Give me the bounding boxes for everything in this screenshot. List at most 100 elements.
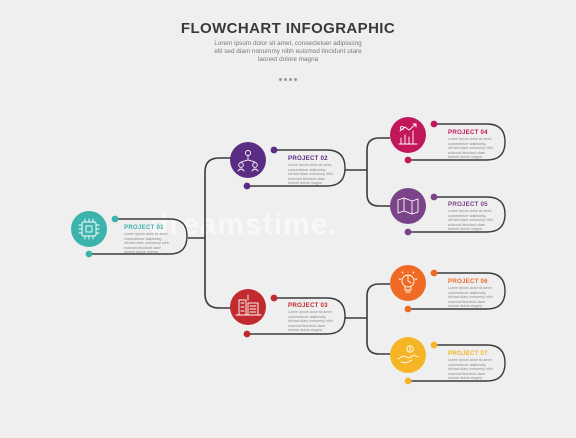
endpoint-dot (404, 156, 412, 164)
map-icon (397, 197, 419, 215)
endpoint-dot (404, 305, 412, 313)
card-outline-project-02 (247, 149, 346, 187)
project-04-description: Lorem ipsum dolor sit amet, consectetuer… (448, 137, 496, 160)
node-circle-project-07 (390, 337, 426, 373)
desc-line: consectetuer adipiscing (288, 167, 326, 172)
desc-line: consectetuer adipiscing (448, 141, 486, 146)
desc-line: elit sed diam nonummy nibh (448, 295, 493, 300)
network-people-icon (237, 149, 259, 172)
desc-line: laoreet dolore magna (288, 181, 322, 186)
idea-bulb-icon (398, 271, 418, 293)
desc-line: laoreet dolore magna (448, 376, 482, 381)
connector-branch-03 (345, 283, 390, 355)
project-07-title: PROJECT 07 (448, 350, 488, 357)
desc-line: consectetuer adipiscing (124, 236, 162, 241)
project-05-description: Lorem ipsum dolor sit amet, consectetuer… (448, 209, 496, 232)
desc-line: euismod tincidunt utare (288, 323, 326, 328)
endpoint-dot (404, 228, 412, 236)
office-buildings-icon (235, 294, 262, 316)
desc-line: Lorem ipsum dolor sit amet, (124, 232, 169, 236)
desc-line: laoreet dolore magna (124, 250, 158, 255)
node-circle-project-05 (390, 188, 426, 224)
desc-line: elit sed diam nonummy nibh (448, 218, 493, 223)
endpoint-dot (430, 341, 438, 349)
desc-line: elit sed diam nonummy nibh (124, 241, 169, 246)
desc-line: laoreet dolore magna (448, 227, 482, 232)
project-06-description: Lorem ipsum dolor sit amet, consectetuer… (448, 286, 496, 309)
desc-line: euismod tincidunt utare (288, 176, 326, 181)
desc-line: laoreet dolore magna (448, 304, 482, 309)
subtitle-line: elit sed diam nonummy nibh euismod tinci… (214, 48, 362, 55)
desc-line: elit sed diam nonummy nibh (448, 367, 493, 372)
circuit-board-icon (78, 218, 100, 240)
endpoint-dot (111, 215, 119, 223)
project-01-description: Lorem ipsum dolor sit amet, consectetuer… (124, 232, 172, 255)
project-02-title: PROJECT 02 (288, 155, 328, 162)
connector-branch-02 (345, 137, 390, 207)
desc-line: Lorem ipsum dolor sit amet, (288, 310, 333, 314)
connector-trunk (188, 157, 231, 309)
desc-line: Lorem ipsum dolor sit amet, (448, 358, 493, 362)
dot (279, 78, 282, 81)
endpoint-dot (270, 294, 278, 302)
project-02-description: Lorem ipsum dolor sit amet, consectetuer… (288, 163, 336, 186)
dot (294, 78, 297, 81)
desc-line: euismod tincidunt utare (448, 150, 486, 155)
endpoint-dot (404, 377, 412, 385)
growth-chart-icon (398, 123, 418, 145)
project-01-title: PROJECT 01 (124, 224, 164, 231)
project-03-description: Lorem ipsum dolor sit amet, consectetuer… (288, 310, 336, 333)
card-outline-project-04 (408, 123, 506, 161)
endpoint-dot (430, 193, 438, 201)
subtitle-line: laoreet dolore magna (257, 56, 319, 63)
card-outline-project-06 (408, 272, 506, 310)
endpoint-dot (430, 120, 438, 128)
desc-line: Lorem ipsum dolor sit amet, (448, 286, 493, 290)
dot (289, 78, 292, 81)
project-06-title: PROJECT 06 (448, 278, 488, 285)
desc-line: euismod tincidunt utare (448, 299, 486, 304)
node-icons (78, 123, 419, 364)
connector-lines (188, 137, 390, 355)
desc-line: Lorem ipsum dolor sit amet, (448, 137, 493, 141)
node-circle-project-01 (71, 211, 107, 247)
desc-line: consectetuer adipiscing (448, 213, 486, 218)
desc-line: elit sed diam nonummy nibh (448, 146, 493, 151)
desc-line: laoreet dolore magna (448, 155, 482, 160)
node-circle-project-06 (390, 265, 426, 301)
page-title: FLOWCHART INFOGRAPHIC (180, 20, 396, 37)
dot (284, 78, 287, 81)
endpoint-dot (85, 250, 93, 258)
page-subtitle: Lorem ipsum dolor sit amet, consectetuer… (188, 40, 388, 64)
endpoint-dot (270, 146, 278, 154)
card-outline-project-03 (247, 297, 346, 335)
project-03-title: PROJECT 03 (288, 302, 328, 309)
desc-line: Lorem ipsum dolor sit amet, (288, 163, 333, 167)
project-05-title: PROJECT 05 (448, 201, 488, 208)
endpoint-dot (430, 269, 438, 277)
desc-line: euismod tincidunt utare (124, 245, 162, 250)
subtitle-line: Lorem ipsum dolor sit amet, consectetuer… (214, 40, 362, 47)
desc-line: consectetuer adipiscing (288, 314, 326, 319)
project-04-title: PROJECT 04 (448, 129, 488, 136)
desc-line: euismod tincidunt utare (448, 371, 486, 376)
desc-line: consectetuer adipiscing (448, 290, 486, 295)
card-outline-project-07 (408, 344, 506, 382)
desc-line: Lorem ipsum dolor sit amet, (448, 209, 493, 213)
watermark: dreamstime. (150, 208, 338, 241)
handshake-money-icon (397, 345, 419, 364)
endpoint-dot (243, 182, 251, 190)
node-circle-project-04 (390, 117, 426, 153)
card-outline-project-05 (408, 196, 506, 233)
endpoint-dot (243, 330, 251, 338)
card-outline-project-01 (89, 218, 188, 255)
project-07-description: Lorem ipsum dolor sit amet, consectetuer… (448, 358, 496, 381)
desc-line: laoreet dolore magna (288, 328, 322, 333)
pagination-dots (279, 68, 299, 86)
desc-line: consectetuer adipiscing (448, 362, 486, 367)
desc-line: euismod tincidunt utare (448, 222, 486, 227)
desc-line: elit sed diam nonummy nibh (288, 319, 333, 324)
card-outlines (89, 123, 506, 382)
